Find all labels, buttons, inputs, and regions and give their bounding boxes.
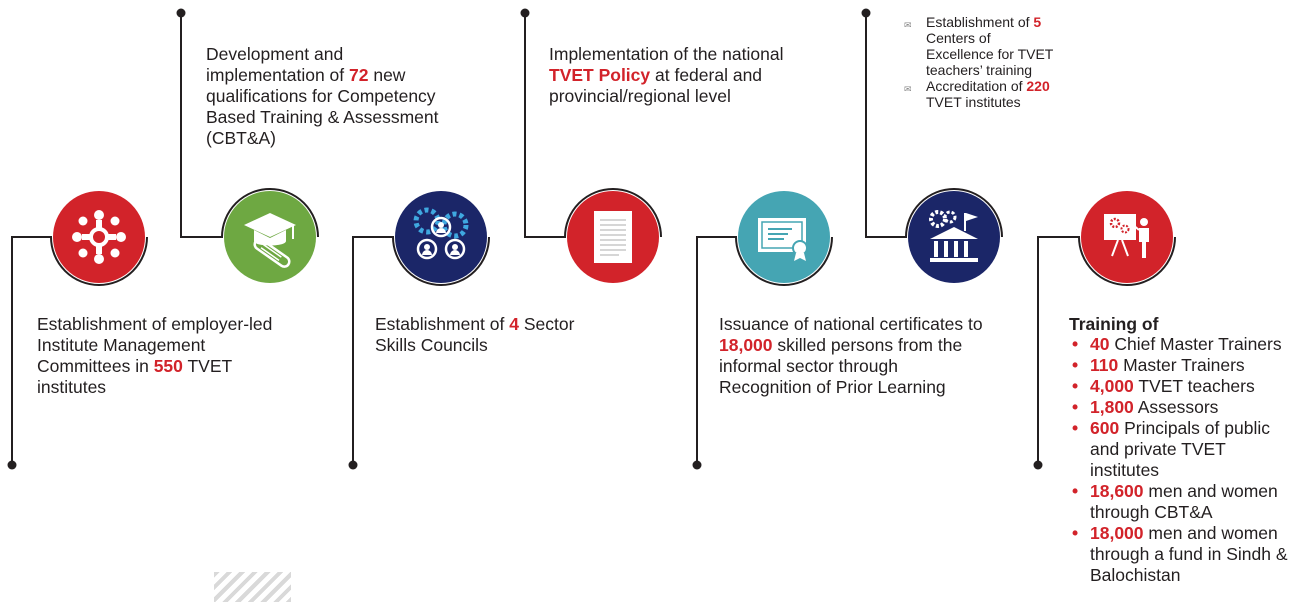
connector-3 xyxy=(352,236,490,465)
list-item: •40 Chief Master Trainers xyxy=(1072,334,1282,354)
connector-4 xyxy=(524,13,662,238)
milestone-2-text: Development and implementation of 72 new… xyxy=(206,44,439,148)
list-item: •600 Principals of public and private TV… xyxy=(1072,418,1270,480)
connector-6 xyxy=(865,13,1003,238)
list-item: •1,800 Assessors xyxy=(1072,397,1219,417)
graduation-cap-diploma-icon xyxy=(238,205,302,269)
endpoint-dot-5 xyxy=(692,460,702,470)
connector-5 xyxy=(696,236,833,465)
trainer-presentation-icon xyxy=(1098,208,1156,266)
endpoint-dot-4 xyxy=(520,8,530,18)
people-network-icon xyxy=(70,208,128,266)
bullet-marker-icon: ✉ xyxy=(904,84,912,94)
list-item: •18,600 men and women through CBT&A xyxy=(1072,481,1278,522)
milestone-4-text: Implementation of the national TVET Poli… xyxy=(549,44,784,106)
connector-2 xyxy=(180,13,319,238)
milestone-1-text: Establishment of employer-led Institute … xyxy=(37,314,273,397)
gears-people-icon xyxy=(409,205,473,269)
list-item: •110 Master Trainers xyxy=(1072,355,1245,375)
endpoint-dot-3 xyxy=(348,460,358,470)
connector-7 xyxy=(1037,236,1176,465)
endpoint-dot-7 xyxy=(1033,460,1043,470)
certificate-icon xyxy=(754,212,814,262)
list-item: •4,000 TVET teachers xyxy=(1072,376,1255,396)
milestone-5-text: Issuance of national certificates to 18,… xyxy=(719,314,983,397)
milestone-7-circle xyxy=(1081,191,1173,283)
endpoint-dot-2 xyxy=(176,8,186,18)
milestone-6-text: ✉ Establishment of 5 Centers of Excellen… xyxy=(896,14,1056,110)
institution-building-icon xyxy=(924,207,984,267)
bullet-marker-icon: ✉ xyxy=(904,20,912,30)
document-icon xyxy=(589,208,637,266)
connector-1 xyxy=(11,236,148,465)
milestone-6-circle xyxy=(908,191,1000,283)
milestone-6-bullet: ✉ Accreditation of 220 TVET institutes xyxy=(904,78,1050,110)
endpoint-dot-6 xyxy=(861,8,871,18)
milestone-1-circle xyxy=(53,191,145,283)
milestone-5-circle xyxy=(738,191,830,283)
milestone-4-circle xyxy=(567,191,659,283)
hatch-decoration xyxy=(214,572,291,602)
milestone-6-bullet: ✉ Establishment of 5 Centers of Excellen… xyxy=(904,14,1054,78)
milestone-2-circle xyxy=(224,191,316,283)
milestone-3-text: Establishment of 4 Sector Skills Council… xyxy=(375,314,575,355)
milestone-7-heading: Training of xyxy=(1069,314,1159,334)
milestone-3-circle xyxy=(395,191,487,283)
milestone-7-list: •40 Chief Master Trainers •110 Master Tr… xyxy=(1069,334,1294,586)
endpoint-dot-1 xyxy=(7,460,17,470)
list-item: •18,000 men and women through a fund in … xyxy=(1072,523,1288,585)
